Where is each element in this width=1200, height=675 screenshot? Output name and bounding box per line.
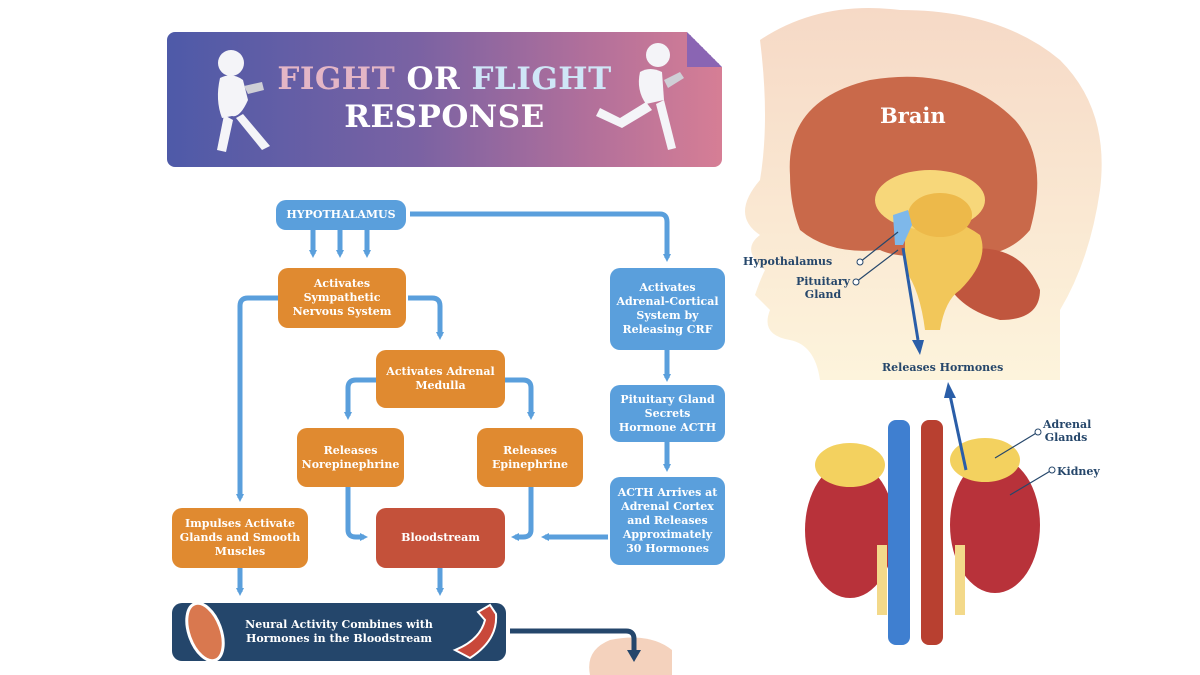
right-adrenal bbox=[950, 438, 1020, 482]
adrenal-cortical-box: Activates Adrenal-Cortical System by Rel… bbox=[610, 268, 725, 350]
left-kidney bbox=[805, 462, 895, 598]
norepinephrine-box: Releases Norepinephrine bbox=[297, 428, 404, 487]
title-word-or: OR bbox=[406, 61, 461, 97]
hypothalamus-structure bbox=[893, 210, 912, 245]
banner-title: FIGHT OR FLIGHT RESPONSE bbox=[167, 60, 722, 136]
acth-arrives-box: ACTH Arrives at Adrenal Cortex and Relea… bbox=[610, 477, 725, 565]
banner-fold bbox=[687, 32, 722, 67]
bloodstream-box: Bloodstream bbox=[376, 508, 505, 568]
hypothalamus-label: Hypothalamus bbox=[743, 255, 833, 268]
adrenal-medulla-box: Activates Adrenal Medulla bbox=[376, 350, 505, 408]
left-adrenal bbox=[815, 443, 885, 487]
impulses-box: Impulses Activate Glands and Smooth Musc… bbox=[172, 508, 308, 568]
aorta bbox=[921, 420, 943, 645]
sympathetic-box: Activates Sympathetic Nervous System bbox=[278, 268, 406, 328]
brainstem bbox=[905, 217, 983, 330]
title-response: RESPONSE bbox=[344, 99, 545, 135]
brain-title: Brain bbox=[880, 103, 946, 128]
adrenal-glands-label: Adrenal Glands bbox=[1043, 418, 1092, 444]
neural-combines-box: Neural Activity Combines with Hormones i… bbox=[172, 603, 506, 661]
releases-hormones-label: Releases Hormones bbox=[882, 361, 1004, 374]
kidney-label: Kidney bbox=[1057, 465, 1100, 478]
title-word-flight: FLIGHT bbox=[471, 61, 612, 97]
epinephrine-box: Releases Epinephrine bbox=[477, 428, 583, 487]
vena-cava bbox=[888, 420, 910, 645]
title-word-fight: FIGHT bbox=[277, 61, 396, 97]
flow-arrows bbox=[236, 211, 671, 596]
pituitary-acth-box: Pituitary Gland Secrets Hormone ACTH bbox=[610, 385, 725, 442]
small-head-icon bbox=[589, 637, 672, 675]
pituitary-label: Pituitary Gland bbox=[795, 275, 851, 301]
hypothalamus-box: HYPOTHALAMUS bbox=[276, 200, 406, 230]
